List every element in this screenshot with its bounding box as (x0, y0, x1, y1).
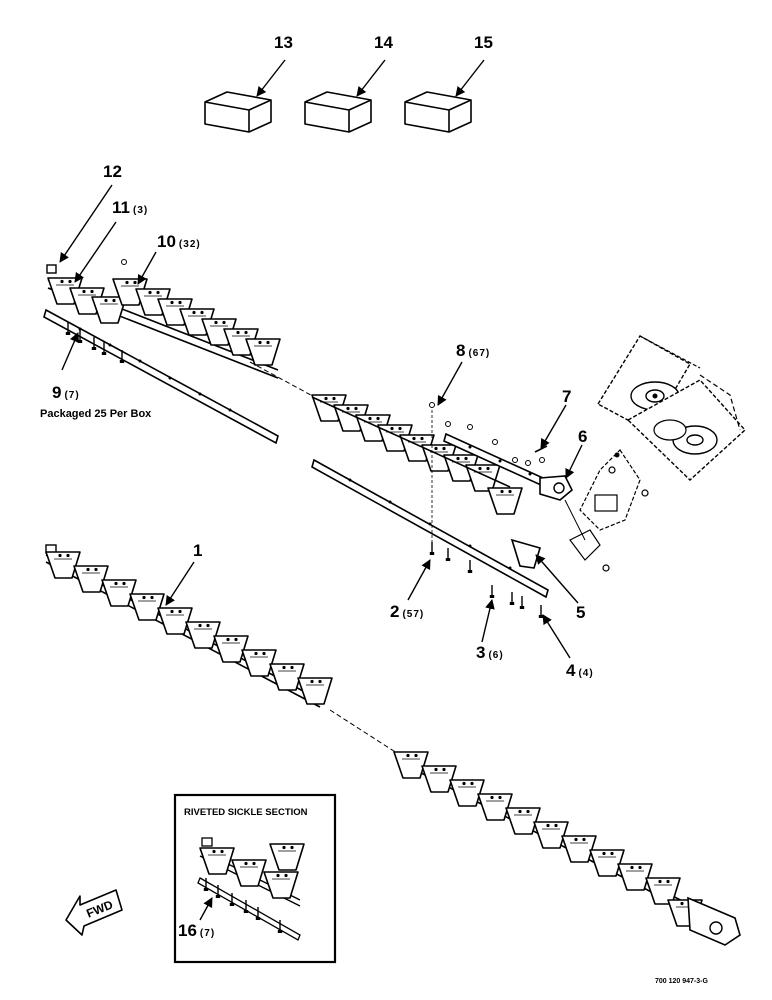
riveted-sickle-inset (173, 793, 337, 964)
callout-number: 13 (274, 33, 293, 52)
part-box-13 (204, 91, 272, 133)
callout-qty: (32) (178, 239, 201, 250)
callout-6: 6 (578, 428, 590, 445)
sickle-assembly-1 (45, 544, 741, 946)
callout-12: 12 (103, 163, 125, 180)
packaging-note: Packaged 25 Per Box (40, 408, 152, 420)
document-number: 700 120 947-3-G (655, 978, 708, 985)
callout-number: 9 (52, 383, 62, 402)
callout-number: 7 (562, 387, 572, 406)
drive-mechanism (564, 335, 746, 572)
callout-number: 3 (476, 643, 486, 662)
callout-7: 7 (562, 388, 574, 405)
callout-qty: (7) (199, 928, 216, 939)
callout-10: 10(32) (157, 233, 201, 250)
forward-arrow-icon (65, 889, 123, 936)
part-box-14 (304, 91, 372, 133)
callout-number: 10 (157, 232, 176, 251)
callout-number: 4 (566, 661, 576, 680)
callout-qty: (67) (468, 348, 491, 359)
callout-number: 1 (193, 541, 203, 560)
callout-3: 3(6) (476, 644, 504, 661)
callout-5: 5 (576, 604, 588, 621)
callout-15: 15 (474, 34, 496, 51)
upper-sickle-assembly (43, 259, 321, 445)
part-box-15 (404, 91, 472, 133)
callout-number: 8 (456, 341, 466, 360)
callout-1: 1 (193, 542, 205, 559)
inset-title: RIVETED SICKLE SECTION (184, 807, 308, 818)
callout-11: 11(3) (112, 199, 148, 216)
callout-number: 11 (112, 198, 130, 217)
callout-qty: (6) (488, 650, 504, 661)
upper-sickle-right-segment (311, 394, 573, 619)
callout-8: 8(67) (456, 342, 490, 359)
callout-number: 12 (103, 162, 122, 181)
callout-number: 14 (374, 33, 393, 52)
callout-number: 6 (578, 427, 588, 446)
callout-9: 9(7) (52, 384, 80, 401)
callout-4: 4(4) (566, 662, 594, 679)
callout-number: 5 (576, 603, 586, 622)
callout-qty: (57) (402, 609, 425, 620)
callout-qty: (7) (64, 390, 80, 401)
callout-qty: (4) (578, 668, 594, 679)
callout-13: 13 (274, 34, 296, 51)
callout-number: 2 (390, 602, 400, 621)
callout-number: 15 (474, 33, 493, 52)
callout-16: 16(7) (178, 922, 215, 939)
callout-2: 2(57) (390, 603, 424, 620)
callout-qty: (3) (132, 205, 149, 216)
callout-14: 14 (374, 34, 396, 51)
leader-lines (59, 184, 583, 921)
callout-number: 16 (178, 921, 197, 940)
